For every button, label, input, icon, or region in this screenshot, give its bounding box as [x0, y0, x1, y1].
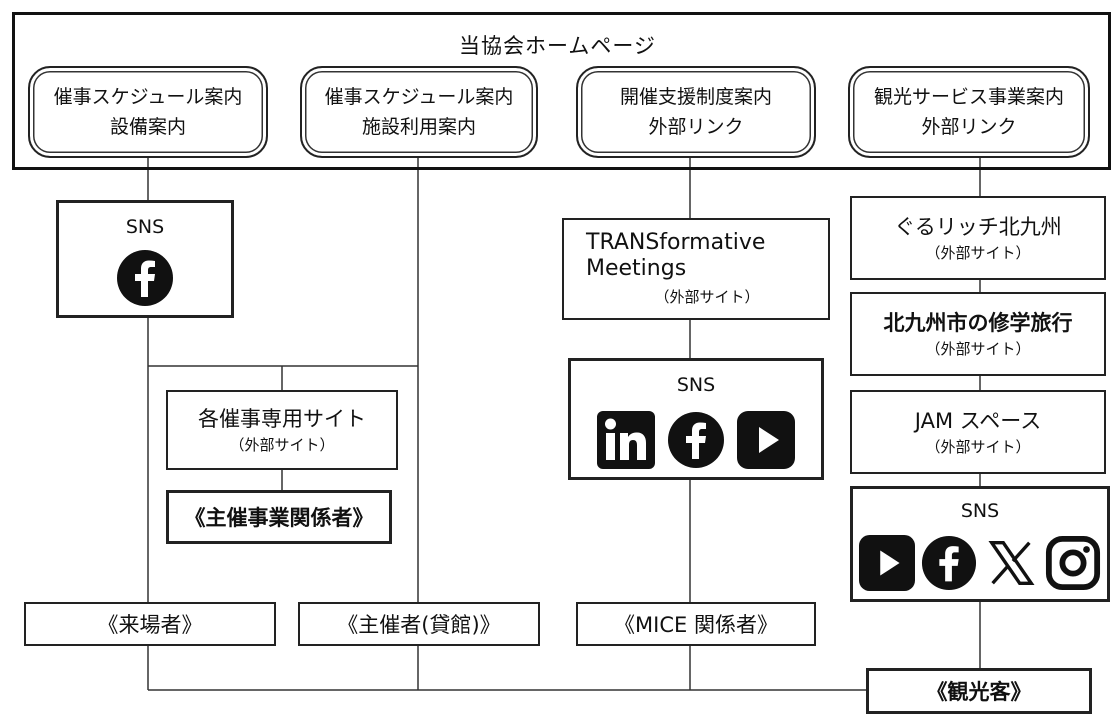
audience-organizers-text: 《主催者(貸館)》: [337, 613, 501, 637]
section-pill-line1: 催事スケジュール案内: [324, 86, 514, 108]
homepage-title: 当協会ホームページ: [459, 34, 656, 58]
section-pill-line1: 催事スケジュール案内: [53, 86, 243, 108]
section-pill-line2: 外部リンク: [921, 116, 1017, 138]
school-trip-box[interactable]: 北九州市の修学旅行 （外部サイト）: [850, 292, 1106, 376]
facebook-icon[interactable]: [667, 411, 725, 469]
homepage-frame: [12, 12, 1111, 170]
sns-box-mice: SNS: [568, 358, 824, 480]
section-pill-1[interactable]: 催事スケジュール案内 設備案内: [28, 66, 268, 158]
sns-label: SNS: [125, 216, 165, 238]
audience-tourists: 《観光客》: [866, 668, 1092, 714]
transformative-meetings-box[interactable]: TRANSformative Meetings （外部サイト）: [562, 218, 830, 320]
section-pill-line2: 施設利用案内: [361, 116, 476, 138]
sns-label: SNS: [960, 500, 1000, 522]
audience-mice-text: 《MICE 関係者》: [614, 613, 778, 637]
gururich-title: ぐるリッチ北九州: [894, 215, 1062, 239]
audience-visitors-text: 《来場者》: [97, 613, 203, 637]
instagram-icon[interactable]: [1045, 535, 1101, 591]
audience-organizers: 《主催者(貸館)》: [298, 602, 540, 646]
linkedin-icon[interactable]: [597, 411, 655, 469]
transformative-title-line2: Meetings: [586, 256, 687, 281]
event-sites-title: 各催事専用サイト: [198, 407, 366, 431]
external-site-note: （外部サイト）: [654, 288, 760, 306]
audience-tourists-text: 《観光客》: [926, 680, 1032, 704]
section-pill-line2: 外部リンク: [648, 116, 744, 138]
section-pill-line2: 設備案内: [109, 116, 186, 138]
external-site-note: （外部サイト）: [925, 340, 1031, 358]
x-icon[interactable]: [983, 535, 1039, 591]
sns-box-tourism: SNS: [850, 486, 1110, 602]
section-pill-line1: 観光サービス事業案内: [873, 86, 1064, 108]
sns-label: SNS: [676, 374, 716, 396]
organizer-stakeholders-text: 《主催事業関係者》: [184, 506, 374, 530]
organizer-stakeholders-label: 《主催事業関係者》: [166, 490, 392, 544]
school-trip-title: 北九州市の修学旅行: [883, 311, 1073, 335]
transformative-title-line1: TRANSformative: [586, 230, 766, 255]
external-site-note: （外部サイト）: [925, 244, 1031, 262]
youtube-icon[interactable]: [737, 411, 795, 469]
facebook-icon[interactable]: [921, 535, 977, 591]
section-pill-3[interactable]: 開催支援制度案内 外部リンク: [576, 66, 816, 158]
facebook-icon[interactable]: [116, 249, 174, 307]
external-site-note: （外部サイト）: [229, 436, 335, 454]
section-pill-line1: 開催支援制度案内: [619, 86, 772, 108]
jam-space-box[interactable]: JAM スペース （外部サイト）: [850, 390, 1106, 474]
audience-mice: 《MICE 関係者》: [576, 602, 816, 646]
section-pill-4[interactable]: 観光サービス事業案内 外部リンク: [848, 66, 1090, 158]
audience-visitors: 《来場者》: [24, 602, 276, 646]
youtube-icon[interactable]: [859, 535, 915, 591]
event-sites-box[interactable]: 各催事専用サイト （外部サイト）: [166, 390, 398, 470]
external-site-note: （外部サイト）: [925, 438, 1031, 456]
gururich-box[interactable]: ぐるリッチ北九州 （外部サイト）: [850, 196, 1106, 280]
jam-space-title: JAM スペース: [914, 409, 1042, 433]
sns-box-facilities: SNS: [56, 200, 234, 318]
section-pill-2[interactable]: 催事スケジュール案内 施設利用案内: [300, 66, 538, 158]
